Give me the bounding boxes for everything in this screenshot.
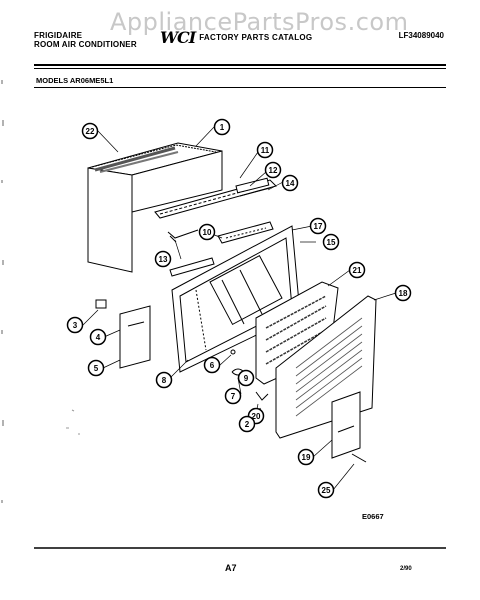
control-bar	[217, 221, 274, 244]
svg-text:2: 2	[245, 420, 250, 429]
callout-7: 7	[224, 387, 242, 405]
svg-text:10: 10	[203, 228, 212, 237]
callout-19: 19	[297, 448, 315, 466]
cabinet-part	[87, 142, 223, 273]
models-rule	[34, 87, 446, 88]
callout-17: 17	[309, 217, 327, 235]
svg-text:18: 18	[399, 289, 408, 298]
callout-25: 25	[317, 481, 335, 499]
callout-4: 4	[89, 328, 107, 346]
callout-10: 10	[198, 223, 216, 241]
callout-11: 11	[256, 141, 274, 159]
scan-edge	[1, 80, 4, 503]
callout-14: 14	[281, 174, 299, 192]
svg-text:4: 4	[96, 333, 101, 342]
svg-text:25: 25	[322, 486, 331, 495]
header-rule	[34, 64, 446, 66]
callout-15: 15	[322, 233, 340, 251]
svg-text:22: 22	[86, 127, 95, 136]
wci-logo: WCI	[160, 28, 196, 47]
page-number: A7	[225, 563, 237, 573]
screw-part-25	[351, 453, 367, 463]
catalog-number: LF34089040	[398, 31, 444, 40]
clip-part-2	[255, 391, 269, 401]
models-label: MODELS AR06ME5L1	[36, 76, 114, 85]
callout-13: 13	[154, 250, 172, 268]
trim-strip	[169, 257, 215, 277]
revision-date: 2/90	[400, 566, 412, 572]
access-door	[331, 391, 361, 459]
callout-8: 8	[155, 371, 173, 389]
svg-text:21: 21	[353, 266, 362, 275]
callout-1: 1	[213, 118, 231, 136]
callout-6: 6	[203, 356, 221, 374]
callout-9: 9	[237, 369, 255, 387]
svg-text:8: 8	[162, 376, 167, 385]
diagram-code: E0667	[362, 512, 384, 521]
svg-text:11: 11	[261, 146, 270, 155]
control-panel-part	[119, 305, 151, 369]
svg-text:3: 3	[73, 321, 78, 330]
svg-text:6: 6	[210, 361, 215, 370]
clip-part	[95, 299, 107, 309]
svg-text:17: 17	[314, 222, 323, 231]
callout-5: 5	[87, 359, 105, 377]
callout-18: 18	[394, 284, 412, 302]
screw-part	[230, 349, 236, 355]
svg-text:15: 15	[327, 238, 336, 247]
product-type: ROOM AIR CONDITIONER	[34, 40, 137, 49]
brand-name: FRIGIDAIRE	[34, 31, 83, 40]
callout-22: 22	[81, 122, 99, 140]
watermark: AppliancePartsPros.com	[110, 8, 409, 36]
svg-text:13: 13	[159, 255, 168, 264]
header-rule-thin	[34, 68, 446, 69]
linkage-part	[167, 229, 199, 243]
svg-text:12: 12	[269, 166, 278, 175]
brand-block: FRIGIDAIRE ROOM AIR CONDITIONER	[34, 31, 137, 49]
callout-3: 3	[66, 316, 84, 334]
catalog-title: FACTORY PARTS CATALOG	[199, 33, 313, 42]
svg-text:20: 20	[252, 412, 261, 421]
svg-text:1: 1	[220, 123, 225, 132]
svg-text:5: 5	[94, 364, 99, 373]
callout-12: 12	[264, 161, 282, 179]
svg-text:19: 19	[302, 453, 311, 462]
callout-group: 22 1 11 12 14 13 10 17 15 21 18 3 4 5 6 …	[66, 118, 412, 499]
catalog-heading: WCI FACTORY PARTS CATALOG	[160, 28, 312, 47]
svg-text:7: 7	[231, 392, 236, 401]
callout-21: 21	[348, 261, 366, 279]
callout-2: 2	[238, 415, 256, 433]
svg-text:14: 14	[286, 179, 295, 188]
svg-text:9: 9	[244, 374, 249, 383]
